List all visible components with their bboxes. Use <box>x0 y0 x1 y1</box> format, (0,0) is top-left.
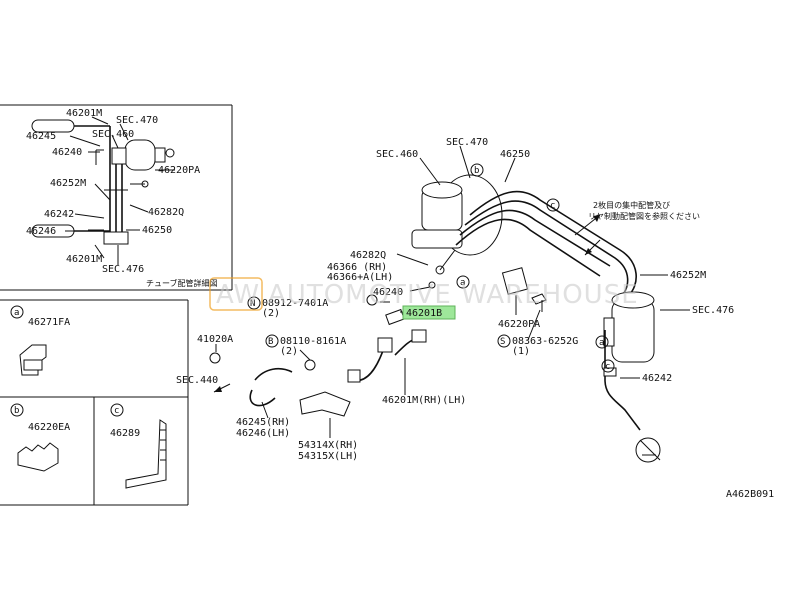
connector-46220PA <box>501 267 529 295</box>
label-46220PA: 46220PA <box>498 319 540 330</box>
inset-c-part: 46289 <box>110 428 140 439</box>
label-08110-8161A: 08110-8161A <box>280 336 346 347</box>
highlight-46201B <box>402 305 456 320</box>
label-sec470: SEC.470 <box>446 137 488 148</box>
inset-b-part: 46220EA <box>28 422 70 433</box>
bolt-08363 <box>531 293 547 312</box>
label-46240: 46240 <box>373 287 403 298</box>
label-46282Q-detail: 46282Q <box>148 207 184 218</box>
inset-a-part: 46271FA <box>28 317 70 328</box>
front-hose-assembly <box>209 294 427 417</box>
bolt3-prefix: S <box>500 337 505 347</box>
label-bolt3-qty: (1) <box>512 346 530 357</box>
label-sec440: SEC.440 <box>176 375 218 386</box>
abs-actuator <box>603 291 655 363</box>
frame-lines <box>0 104 233 506</box>
label-sec470-detail: SEC.470 <box>116 115 158 126</box>
callout-markers: b c a a c <box>456 163 615 373</box>
label-08912-7401A: 08912-7401A <box>262 298 328 309</box>
label-08363-6252G: 08363-6252G <box>512 336 578 347</box>
label-46201M-top: 46201M <box>66 108 102 119</box>
reference-code: A462B091 <box>726 489 774 500</box>
inset-c-letter: c <box>114 406 119 416</box>
label-46242-detail: 46242 <box>44 209 74 220</box>
label-46252M: 46252M <box>670 270 706 281</box>
inset-b: b 46220EA <box>10 403 70 472</box>
label-sec476: SEC.476 <box>692 305 734 316</box>
label-46240-detail: 46240 <box>52 147 82 158</box>
label-46282Q: 46282Q <box>350 250 386 261</box>
label-46245-detail: 46245 <box>26 131 56 142</box>
label-41020A: 41020A <box>197 334 233 345</box>
label-46201M-rhlh: 46201M(RH)(LH) <box>382 395 466 406</box>
label-sec460-detail: SEC.460 <box>92 129 134 140</box>
label-46246-detail: 46246 <box>26 226 56 237</box>
label-54314X-rh: 54314X(RH) <box>298 440 358 451</box>
label-sec476-detail: SEC.476 <box>102 264 144 275</box>
callout-c-1: c <box>550 201 555 211</box>
bolt2-prefix: B <box>268 337 273 347</box>
watermark-badge: AW <box>216 280 260 310</box>
label-46220PA-detail: 46220PA <box>158 165 200 176</box>
label-54315X-lh: 54315X(LH) <box>298 451 358 462</box>
label-46201M-bottom: 46201M <box>66 254 102 265</box>
label-46250-detail: 46250 <box>142 225 172 236</box>
master-cylinder-assembly <box>411 174 503 289</box>
callout-b: b <box>474 166 479 176</box>
inset-a-letter: a <box>14 308 19 318</box>
callout-a-2: a <box>599 338 604 348</box>
tube-detail-panel: 46201M SEC.470 46245 SEC.460 46240 46220… <box>26 108 218 288</box>
watermark-text: AUTOMOTIVE WAREHOUSE <box>268 280 639 310</box>
label-46245-rh: 46245(RH) <box>236 417 290 428</box>
inset-b-letter: b <box>14 406 19 416</box>
label-46242: 46242 <box>642 373 672 384</box>
note-line-2: リヤ制動配管図を参照ください <box>588 211 700 221</box>
inset-a: a 46271FA <box>10 305 70 376</box>
label-46252M-detail: 46252M <box>50 178 86 189</box>
main-tube-bundle <box>439 190 637 299</box>
label-bolt1-qty: (2) <box>262 308 280 319</box>
callout-a-1: a <box>460 278 465 288</box>
label-46201B: 46201B <box>406 308 442 319</box>
label-sec460: SEC.460 <box>376 149 418 160</box>
label-46366A-lh: 46366+A(LH) <box>327 272 393 283</box>
label-46250: 46250 <box>500 149 530 160</box>
label-46246-lh: 46246(LH) <box>236 428 290 439</box>
callout-c-2: c <box>605 362 610 372</box>
label-bolt2-qty: (2) <box>280 346 298 357</box>
label-46366-rh: 46366 (RH) <box>327 262 387 273</box>
detail-caption: チューブ配管詳細図 <box>146 278 218 288</box>
main-labels: SEC.460 SEC.470 46250 2枚目の集中配管及び リヤ制動配管図… <box>176 137 774 500</box>
bolt1-prefix: N <box>250 299 255 309</box>
inset-c: c 46289 <box>110 403 167 489</box>
watermark: AW AUTOMOTIVE WAREHOUSE <box>209 277 639 311</box>
note-line-1: 2枚目の集中配管及び <box>593 200 670 210</box>
